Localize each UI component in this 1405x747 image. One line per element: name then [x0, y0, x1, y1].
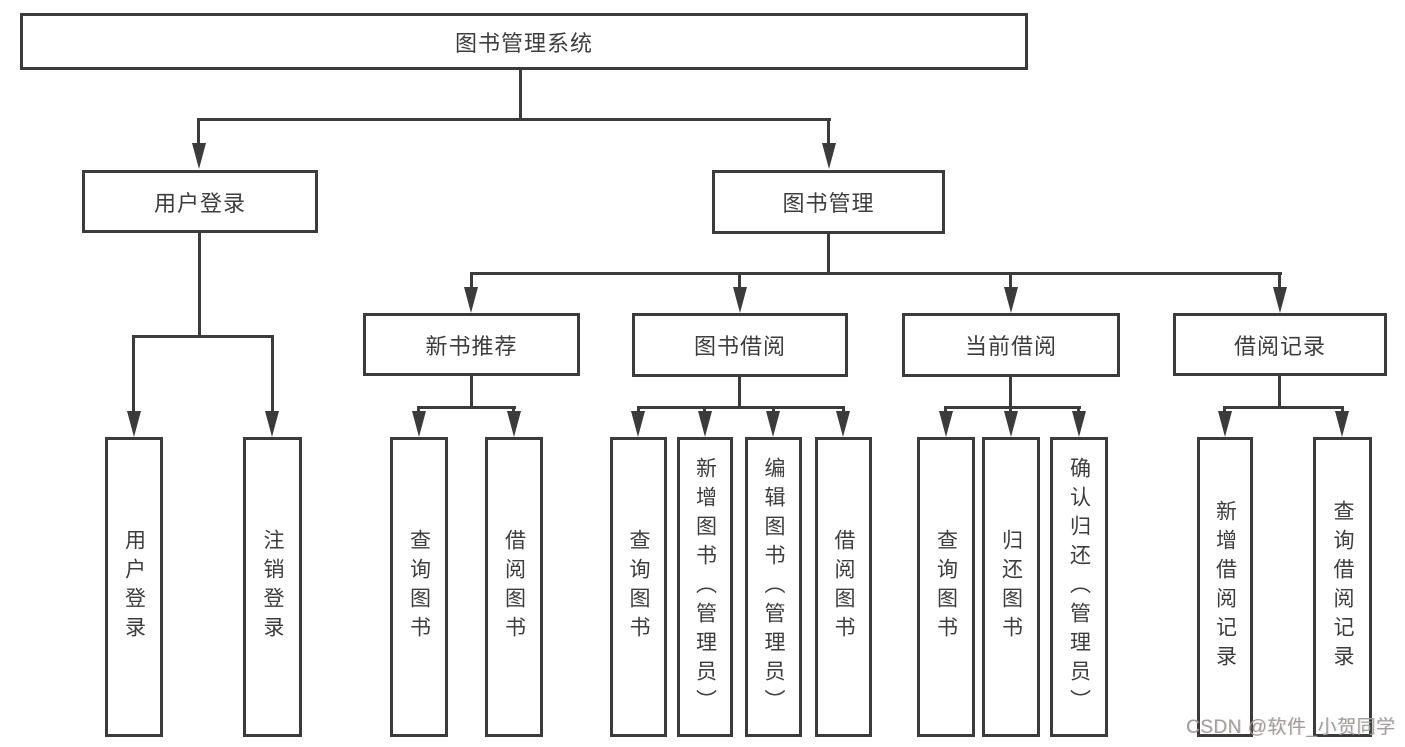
leaf-edit-book-admin: 编辑图书（管理员） [745, 437, 802, 737]
leaf-label: 注销登录 [261, 529, 284, 645]
node-label: 图书管理系统 [454, 30, 593, 56]
leaf-label: 查询借阅记录 [1331, 500, 1354, 674]
connector-book-management-stem [827, 234, 830, 272]
leaf-add-borrow-record: 新增借阅记录 [1197, 437, 1253, 737]
connector-root-rail [197, 118, 831, 121]
arrow-down-icon [698, 411, 712, 437]
arrow-down-icon [192, 143, 206, 169]
arrow-down-icon [1335, 411, 1349, 437]
node-label: 用户登录 [153, 190, 246, 216]
leaf-label: 新增借阅记录 [1213, 500, 1237, 674]
leaf-confirm-return-admin: 确认归还（管理员） [1050, 437, 1108, 737]
leaf-label: 借阅图书 [832, 529, 855, 645]
node-label: 图书管理 [782, 191, 875, 216]
leaf-label: 编辑图书（管理员） [762, 456, 785, 718]
arrow-down-icon [939, 411, 953, 437]
node-current-borrow: 当前借阅 [902, 313, 1120, 377]
connector-current-borrow-rail [944, 406, 1081, 409]
node-borrow-record: 借阅记录 [1173, 313, 1387, 376]
leaf-label: 借阅图书 [502, 529, 526, 645]
leaf-add-book-admin: 新增图书（管理员） [677, 437, 733, 737]
connector-current-borrow-stem [1009, 377, 1012, 407]
arrow-down-icon [1218, 411, 1232, 437]
node-book-management: 图书管理 [712, 170, 945, 234]
leaf-label: 查询图书 [934, 529, 958, 645]
connector-shaft [738, 272, 741, 294]
connector-shaft [271, 335, 274, 417]
leaf-query-books-current: 查询图书 [917, 437, 975, 737]
arrow-down-icon [1004, 287, 1018, 313]
leaf-borrow-books: 借阅图书 [815, 437, 872, 737]
leaf-label: 归还图书 [999, 529, 1023, 645]
arrow-down-icon [631, 411, 645, 437]
csdn-watermark: CSDN @软件_小贺同学 [1186, 717, 1396, 738]
node-label: 借阅记录 [1233, 333, 1326, 359]
leaf-logout: 注销登录 [243, 437, 302, 737]
arrow-down-icon [836, 411, 850, 437]
leaf-user-login: 用户登录 [105, 437, 163, 737]
arrow-down-icon [507, 411, 521, 437]
node-library-management-system: 图书管理系统 [20, 13, 1028, 70]
connector-user-login-rail [132, 335, 274, 338]
node-book-borrow: 图书借阅 [632, 313, 848, 377]
connector-shaft [1009, 272, 1012, 294]
node-label: 当前借阅 [964, 334, 1057, 359]
arrow-down-icon [127, 411, 141, 437]
connector-user-login-stem [198, 233, 201, 335]
node-new-book-recommend: 新书推荐 [363, 313, 580, 376]
leaf-return-books: 归还图书 [982, 437, 1040, 737]
connector-borrow-record-stem [1278, 376, 1281, 407]
connector-shaft [132, 335, 135, 417]
node-user-login: 用户登录 [82, 170, 318, 233]
connector-book-borrow-stem [738, 377, 741, 407]
connector-shaft [1278, 272, 1281, 294]
node-label: 图书借阅 [693, 334, 786, 359]
leaf-query-books-borrow: 查询图书 [610, 437, 667, 737]
connector-book-management-rail [470, 272, 1282, 275]
arrow-down-icon [412, 411, 426, 437]
leaf-label: 新增图书（管理员） [693, 456, 717, 718]
connector-root-right-shaft [827, 118, 830, 150]
leaf-query-books-recommend: 查询图书 [390, 437, 448, 737]
connector-root-stem [519, 70, 522, 118]
connector-book-borrow-rail [637, 406, 845, 409]
connector-shaft [470, 272, 473, 294]
arrow-down-icon [822, 143, 836, 169]
connector-new-book-rail [417, 406, 516, 409]
node-label: 新书推荐 [425, 333, 518, 359]
connector-new-book-stem [470, 376, 473, 407]
connector-borrow-record-rail [1223, 406, 1344, 409]
connector-root-left-shaft [197, 118, 200, 150]
leaf-label: 查询图书 [407, 529, 431, 645]
leaf-query-borrow-record: 查询借阅记录 [1313, 437, 1372, 737]
arrow-down-icon [464, 287, 478, 313]
arrow-down-icon [1072, 411, 1086, 437]
arrow-down-icon [733, 287, 747, 313]
leaf-borrow-books-recommend: 借阅图书 [485, 437, 543, 737]
arrow-down-icon [1273, 287, 1287, 313]
arrow-down-icon [1004, 411, 1018, 437]
arrow-down-icon [766, 411, 780, 437]
arrow-down-icon [265, 411, 279, 437]
leaf-label: 确认归还（管理员） [1067, 456, 1091, 718]
leaf-label: 查询图书 [627, 529, 650, 645]
leaf-label: 用户登录 [122, 529, 146, 645]
